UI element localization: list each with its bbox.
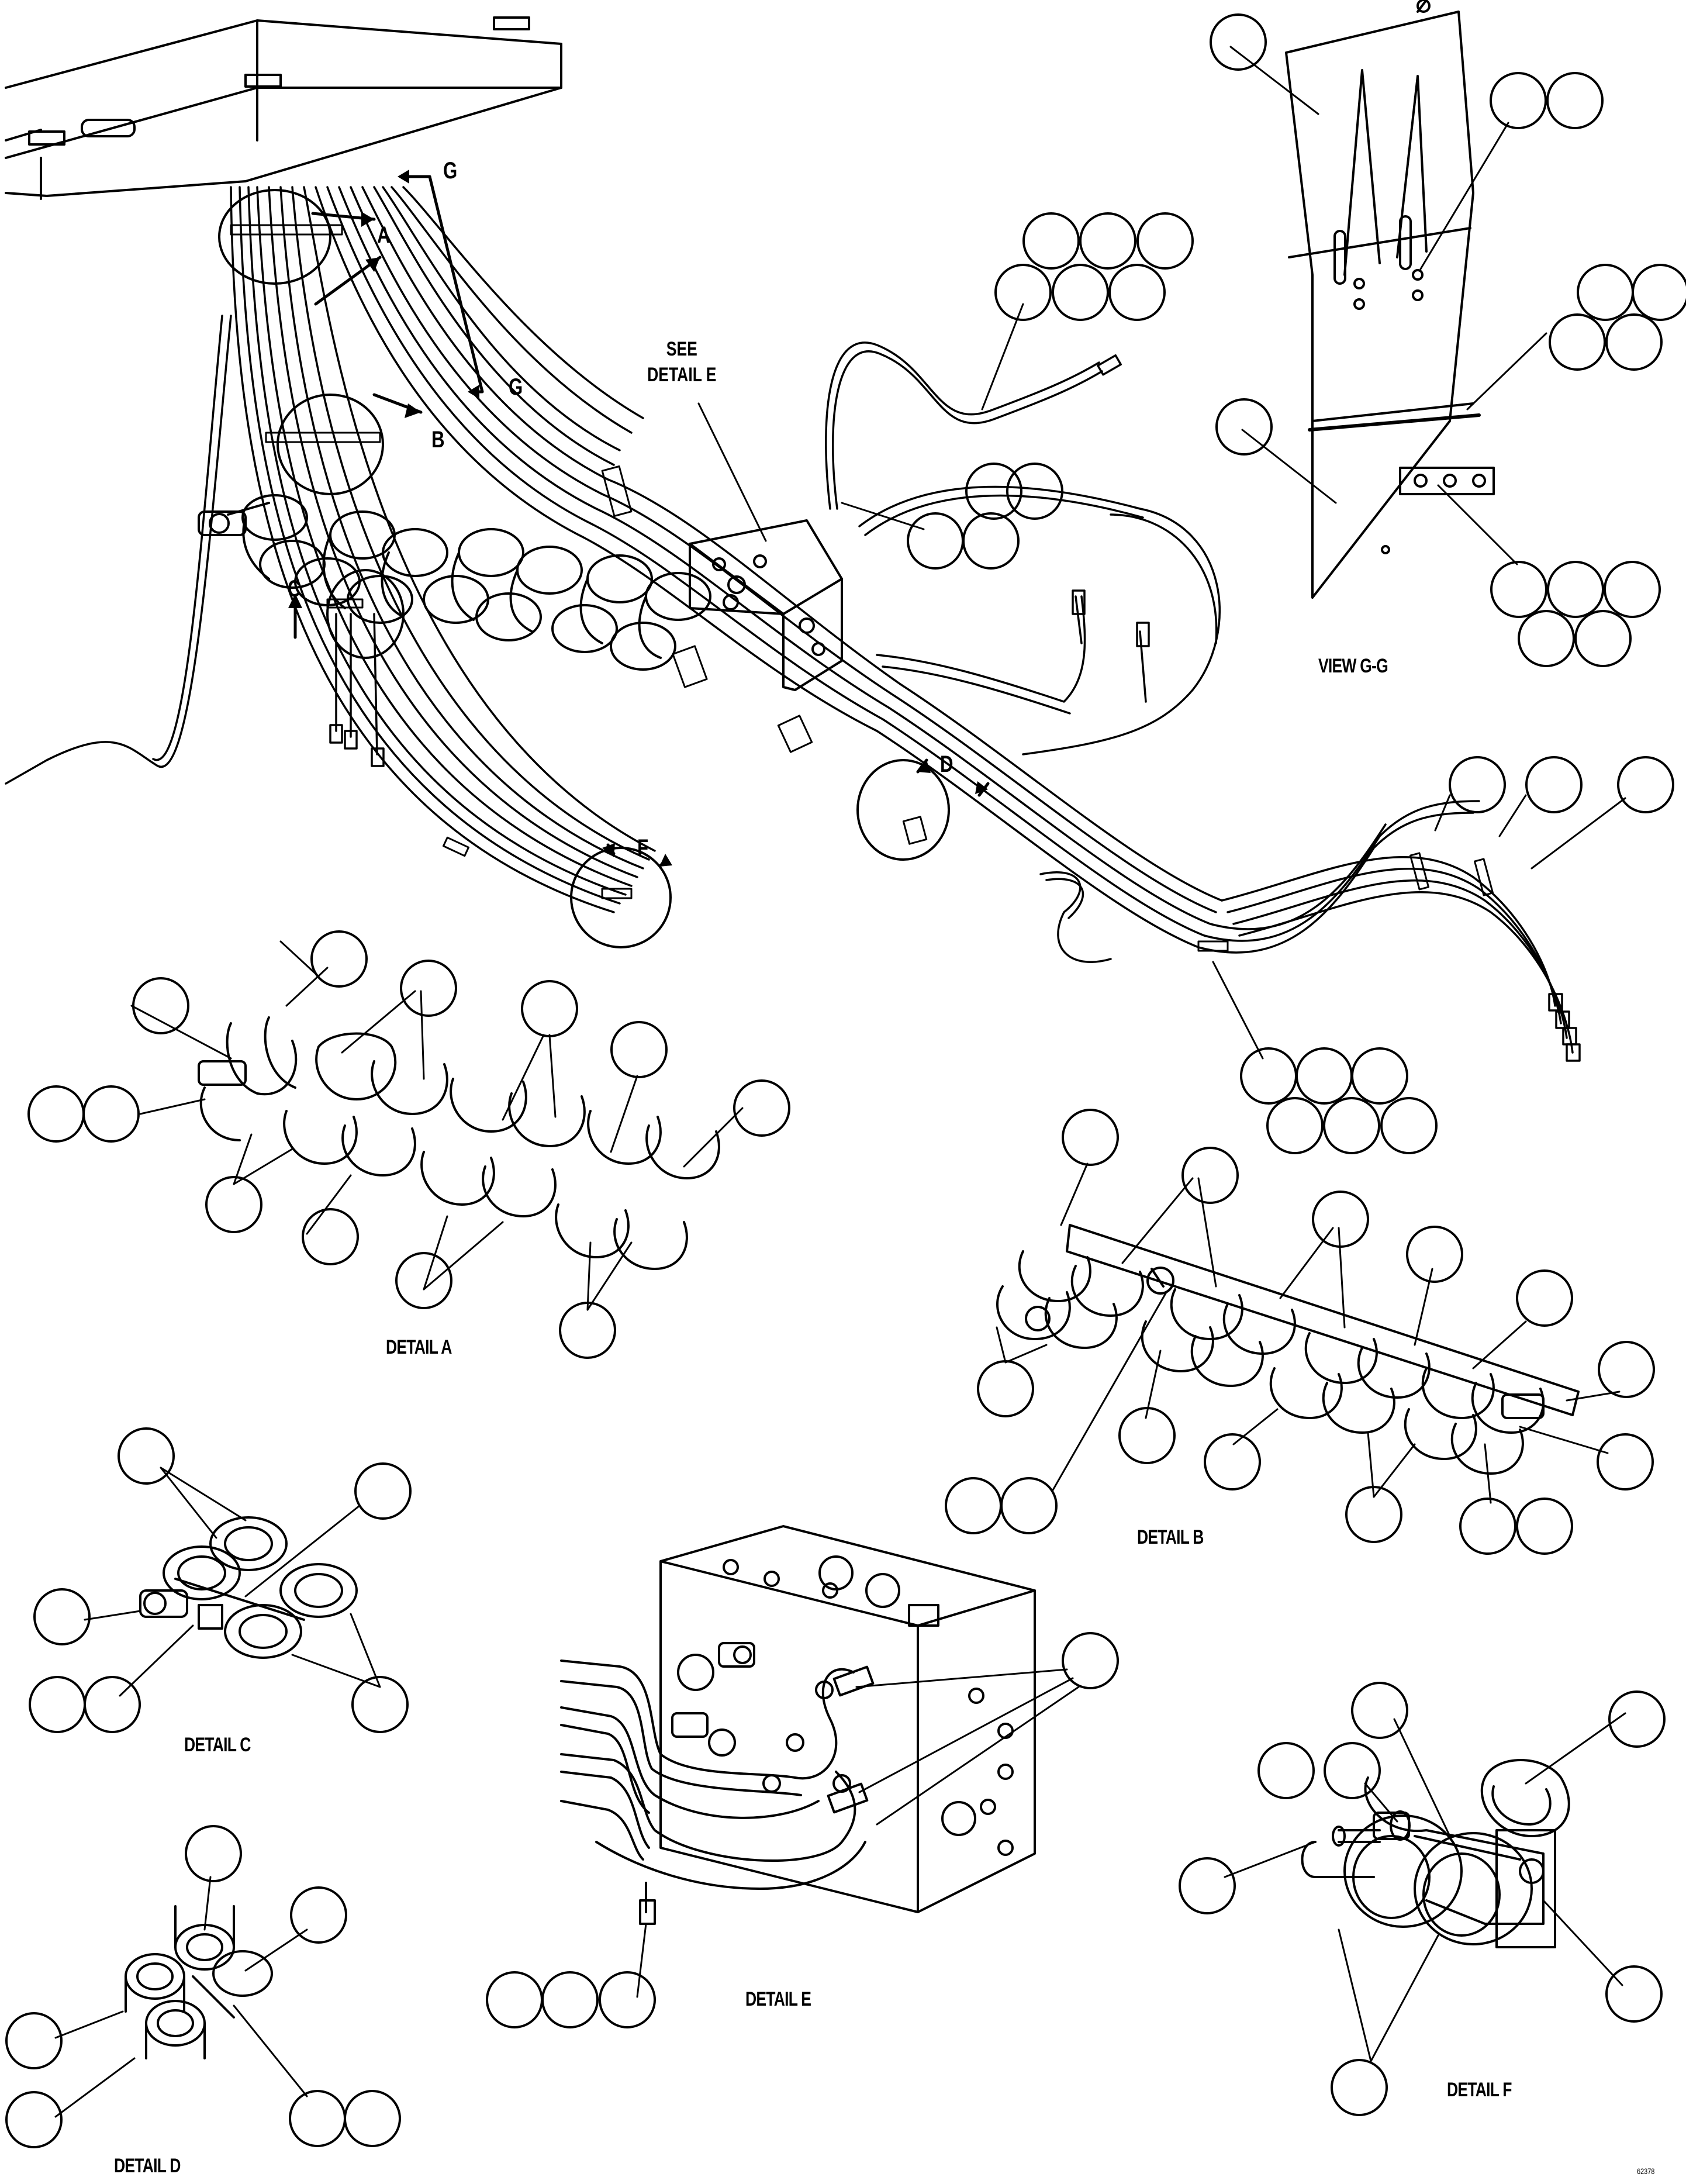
detail-d-caption: DETAIL D xyxy=(114,2155,181,2177)
detail-d-balloons xyxy=(5,1825,401,2148)
detail-b-leaders xyxy=(996,1162,1621,1504)
detail-e-balloons xyxy=(486,1632,1119,2028)
frame-beam xyxy=(5,16,562,200)
detail-arrow-d: D xyxy=(940,751,953,777)
detail-c-caption: DETAIL C xyxy=(184,1734,251,1756)
see-detail-e-leader xyxy=(697,402,767,542)
section-arrow-g-top: G xyxy=(443,158,458,184)
main-leaders xyxy=(841,303,1626,1060)
detail-a-leaders xyxy=(130,967,744,1311)
detail-e-caption: DETAIL E xyxy=(745,1988,811,2010)
detail-f-leaders xyxy=(1224,1712,1626,2062)
detail-b-clamps xyxy=(996,1224,1580,1475)
detail-d-leaders xyxy=(54,1876,308,2118)
detail-c-leaders xyxy=(84,1467,381,1697)
detail-arrow-a: A xyxy=(377,222,391,248)
hose-bundle xyxy=(5,186,1581,1062)
detail-e-valve xyxy=(560,1525,1036,1925)
detail-e-ref-label: DETAIL E xyxy=(647,364,717,386)
detail-e-leaders xyxy=(636,1668,1080,1998)
section-arrow-g-bottom: G xyxy=(509,374,523,400)
detail-f-caption: DETAIL F xyxy=(1447,2079,1512,2101)
detail-b-caption: DETAIL B xyxy=(1137,1526,1204,1548)
detail-a-drawing xyxy=(198,494,711,978)
detail-arrow-c: C xyxy=(288,576,301,602)
detail-a-clamps xyxy=(198,1016,720,1270)
detail-c-balloons xyxy=(29,1427,412,1733)
see-detail-e-callout: SEE DETAIL E xyxy=(643,336,721,388)
view-gg-balloons xyxy=(1210,13,1686,667)
main-balloons xyxy=(907,212,1674,1154)
detail-f-clamps xyxy=(1301,1759,1570,1948)
figure-code: 62378 xyxy=(1637,2166,1655,2176)
detail-b-balloons xyxy=(945,1109,1655,1555)
detail-a-caption: DETAIL A xyxy=(386,1336,452,1358)
detail-arrow-f: F xyxy=(637,835,649,861)
bundle-clamps xyxy=(230,224,1494,952)
detail-d-clamps xyxy=(125,1905,273,2059)
detail-arrow-b: B xyxy=(431,427,445,453)
detail-c-clamps xyxy=(139,1516,358,1659)
valve-block xyxy=(689,519,843,691)
detail-locators xyxy=(218,170,990,948)
detail-f-balloons xyxy=(1179,1682,1666,2116)
detail-a-balloons xyxy=(27,930,790,1359)
view-gg-plate xyxy=(1229,0,1547,599)
view-gg-caption: VIEW G-G xyxy=(1318,655,1388,677)
main-assembly xyxy=(5,16,1626,1062)
see-label: SEE xyxy=(666,338,697,360)
